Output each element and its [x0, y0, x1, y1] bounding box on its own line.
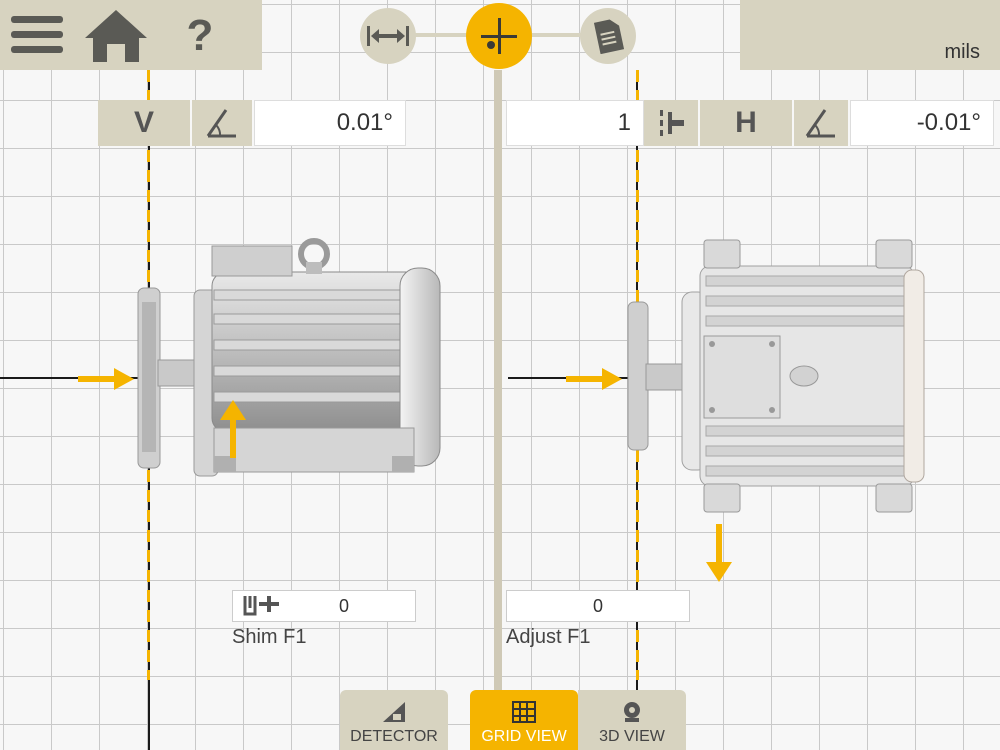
horizontal-offset-value: 1 [506, 100, 644, 146]
top-view-motor [627, 239, 925, 513]
help-button[interactable]: ? [176, 10, 224, 62]
shim-icon [243, 596, 279, 616]
adjust-down-arrow [706, 524, 732, 582]
vertical-label: V [98, 100, 192, 146]
top-left-toolbar: ? [0, 0, 262, 70]
adjust-f1-label: Adjust F1 [506, 626, 591, 648]
measurement-step[interactable] [466, 3, 532, 69]
coupling-offset-icon [644, 100, 700, 146]
detector-icon [383, 702, 405, 722]
3d-view-icon [624, 702, 640, 722]
adjust-f1-value: 0 [592, 595, 603, 616]
home-icon[interactable] [80, 6, 152, 64]
view-tabs: DETECTOR GRID VIEW 3D VIEW [340, 690, 692, 750]
adjust-f1-field[interactable]: 0 [506, 590, 690, 622]
vertical-angle-value: 0.01° [254, 100, 406, 146]
distances-step[interactable] [360, 8, 416, 64]
side-view-motor [137, 238, 441, 477]
crosshair-target-icon [481, 18, 517, 54]
vertical-readout-bar: V 0.01° [98, 100, 406, 146]
document-icon [593, 19, 625, 54]
top-right-panel: mils [740, 0, 1000, 70]
horizontal-readout-bar: 1 H -0.01° [506, 100, 994, 146]
tab-grid-view[interactable]: GRID VIEW [470, 690, 578, 750]
shim-f1-field[interactable]: 0 [232, 590, 416, 622]
shim-f1-value: 0 [339, 595, 350, 616]
shim-up-arrow [220, 400, 246, 458]
angle-icon [192, 100, 254, 146]
tab-grid-view-label: GRID VIEW [481, 728, 567, 745]
angle-icon [794, 100, 850, 146]
horizontal-angle-value: -0.01° [850, 100, 994, 146]
shim-f1-label: Shim F1 [232, 626, 307, 648]
help-label: ? [186, 11, 214, 60]
tab-detector[interactable]: DETECTOR [340, 690, 448, 750]
right-shaft-arrow [566, 368, 622, 390]
grid-icon [512, 701, 536, 723]
distance-arrows-icon [367, 26, 409, 46]
tab-3d-view-label: 3D VIEW [599, 728, 665, 745]
left-shaft-arrow [78, 368, 134, 390]
tab-3d-view[interactable]: 3D VIEW [578, 690, 686, 750]
left-shaft-axis-line [0, 377, 148, 379]
horizontal-label: H [700, 100, 794, 146]
tab-detector-label: DETECTOR [350, 728, 438, 745]
hamburger-icon[interactable] [8, 10, 66, 60]
units-label[interactable]: mils [944, 41, 980, 63]
view-divider [494, 70, 502, 690]
report-step[interactable] [580, 8, 636, 64]
